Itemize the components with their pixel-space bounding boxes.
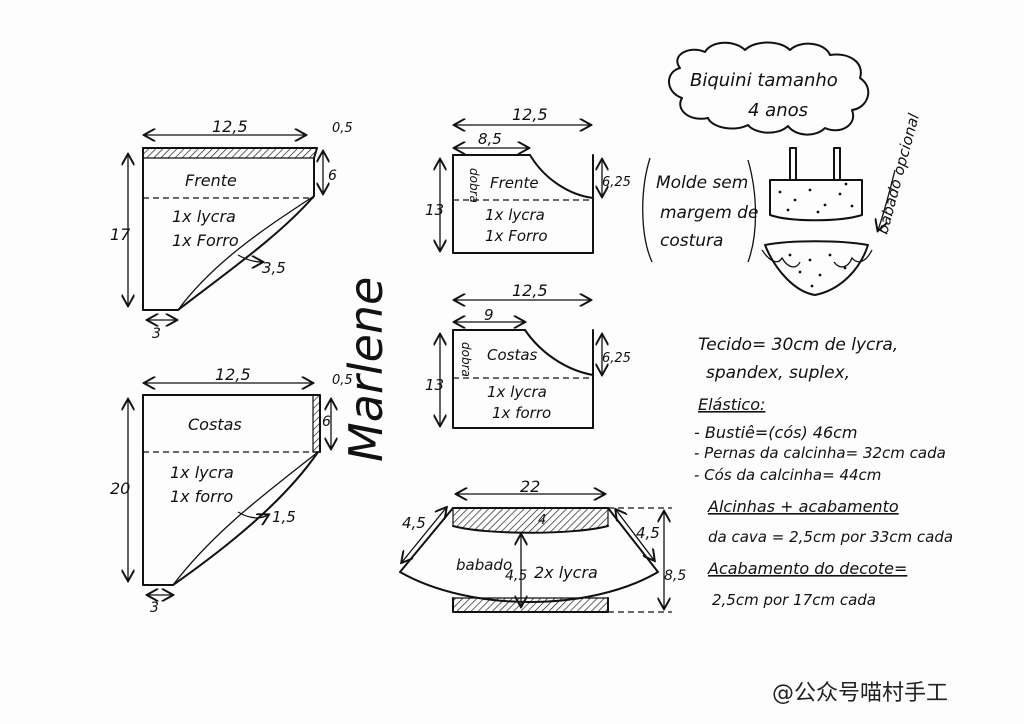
costas-top-width-label: 12,5 [512,281,548,300]
frente-main-piece: 12,5 0,5 17 6 Frente 1x lycra 1x Forro 3… [110,117,353,342]
costas-cut-lycra: 1x lycra [170,463,234,482]
costas-side-drop-label: 6 [322,414,331,430]
costas-curve-label: 1,5 [272,508,296,526]
babado-inner-height-label: 4,5 [505,568,527,584]
note-line-3: costura [660,231,723,251]
babado-piece-title: babado [456,556,512,574]
title-cloud: Biquini tamanho 4 anos [668,41,870,136]
frente-top-width-label: 12,5 [512,105,548,124]
note-line-1: Molde sem [656,173,748,193]
signature-text: Marlene [339,277,393,462]
seam-allowance-note: Molde sem margem de costura [642,157,758,263]
frente-top-curve-label: 6,25 [602,175,631,190]
costas-top-title: Costas [487,346,538,364]
costas-top-cut-lycra: 1x lycra [487,383,547,401]
watermark: @公众号喵村手工 [772,681,948,706]
frente-side-drop-label: 6 [328,168,337,184]
costas-top-height-label: 13 [425,376,444,394]
frente-top-cut-forro: 1x Forro [485,227,548,245]
frente-top-fold-label: dobra [467,168,481,203]
signature: Marlene [339,277,393,462]
costas-height-label: 20 [110,479,130,498]
materials-line-3: Elástico: [698,395,765,414]
frente-width-label: 12,5 [212,117,248,136]
costas-top-drop-label: 0,5 [332,373,353,388]
materials-line-7: Alcinhas + acabamento [707,497,899,516]
materials-list: Tecido= 30cm de lycra, spandex, suplex, … [694,335,953,609]
title-line-1: Biquini tamanho [690,70,838,91]
materials-line-6: - Cós da calcinha= 44cm [694,466,881,484]
frente-bottom-label: 3 [152,326,161,342]
costas-top-fold-label: dobra [459,342,473,377]
babado-piece: 22 4,5 4,5 4 4,5 8,5 babado 2x lycra [399,477,686,613]
costas-piece-title: Costas [188,415,242,434]
frente-height-label: 17 [110,225,131,244]
materials-line-9: Acabamento do decote= [707,559,907,578]
frente-top-cut-lycra: 1x lycra [485,206,545,224]
costas-top-piece: 12,5 9 13 6,25 dobra Costas 1x lycra 1x … [425,281,631,429]
costas-top-inner-label: 9 [484,306,494,324]
costas-top-cut-forro: 1x forro [492,404,551,422]
frente-cut-lycra: 1x lycra [172,207,236,226]
frente-piece-title: Frente [185,171,237,190]
babado-left-edge-label: 4,5 [402,514,426,532]
bikini-illustration: babado opcional [761,111,923,296]
costas-top-curve-label: 6,25 [602,351,631,366]
babado-width-label: 22 [520,477,540,496]
frente-curve-label: 3,5 [262,259,286,277]
note-line-2: margem de [660,203,758,223]
materials-line-1: Tecido= 30cm de lycra, [698,335,898,355]
babado-inner-label: 4 [538,513,546,528]
babado-optional-note: babado opcional [873,111,923,236]
materials-line-10: 2,5cm por 17cm cada [712,591,876,609]
frente-top-title: Frente [490,174,539,192]
frente-top-piece: 12,5 8,5 13 6,25 dobra Frente 1x lycra 1… [425,105,631,254]
costas-width-label: 12,5 [215,365,251,384]
costas-bottom-label: 3 [150,600,159,616]
frente-top-inner-label: 8,5 [478,130,502,148]
costas-main-piece: 12,5 0,5 20 6 Costas 1x lycra 1x forro 1… [110,365,353,616]
babado-cut-lycra: 2x lycra [534,563,598,582]
materials-line-2: spandex, suplex, [706,363,850,383]
frente-top-height-label: 13 [425,201,444,219]
frente-cut-forro: 1x Forro [172,231,239,250]
materials-line-4: - Bustiê=(cós) 46cm [694,423,858,442]
materials-line-5: - Pernas da calcinha= 32cm cada [694,444,946,462]
babado-right-edge-label: 4,5 [636,524,660,542]
materials-line-8: da cava = 2,5cm por 33cm cada [708,528,953,546]
frente-top-drop-label: 0,5 [332,121,353,136]
babado-right-height-label: 8,5 [664,568,686,584]
costas-cut-forro: 1x forro [170,487,233,506]
title-line-2: 4 anos [748,100,808,121]
